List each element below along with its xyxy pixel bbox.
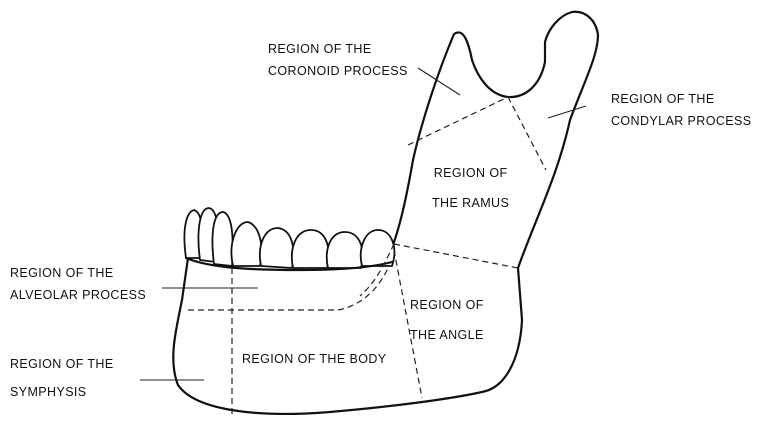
condylar-process-label: REGION OF THE CONDYLAR PROCESS — [611, 88, 751, 132]
symphysis-label: REGION OF THE SYMPHYSIS — [10, 350, 114, 406]
condylar-leader — [548, 106, 586, 118]
tooth — [260, 228, 294, 268]
alveolar-label-line-2: ALVEOLAR PROCESS — [10, 284, 146, 306]
angle-label-line-1: REGION OF — [410, 290, 484, 320]
ramus-label: REGION OF THE RAMUS — [432, 158, 509, 218]
condylar-label-line-2: CONDYLAR PROCESS — [611, 110, 751, 132]
condylar-boundary — [508, 97, 546, 170]
condylar-label-line-1: REGION OF THE — [611, 88, 751, 110]
ramus-lower-boundary — [394, 244, 518, 268]
coronoid-process-label: REGION OF THE CORONOID PROCESS — [268, 38, 408, 82]
tooth — [361, 230, 395, 266]
tooth — [212, 212, 232, 266]
alveolar-boundary — [188, 268, 388, 310]
tooth — [292, 230, 329, 268]
teeth — [184, 208, 394, 268]
body-label-line-1: REGION OF THE BODY — [242, 348, 387, 370]
symphysis-label-line-2: SYMPHYSIS — [10, 378, 114, 406]
angle-label-line-2: THE ANGLE — [410, 320, 484, 350]
angle-label: REGION OF THE ANGLE — [410, 290, 484, 350]
tooth — [231, 222, 261, 266]
alveolar-process-label: REGION OF THE ALVEOLAR PROCESS — [10, 262, 146, 306]
symphysis-label-line-1: REGION OF THE — [10, 350, 114, 378]
coronoid-label-line-2: CORONOID PROCESS — [268, 60, 408, 82]
ramus-label-line-2: THE RAMUS — [432, 188, 509, 218]
coronoid-label-line-1: REGION OF THE — [268, 38, 408, 60]
ramus-label-line-1: REGION OF — [432, 158, 509, 188]
alveolar-label-line-1: REGION OF THE — [10, 262, 146, 284]
body-label: REGION OF THE BODY — [242, 348, 387, 370]
tooth — [327, 232, 363, 268]
